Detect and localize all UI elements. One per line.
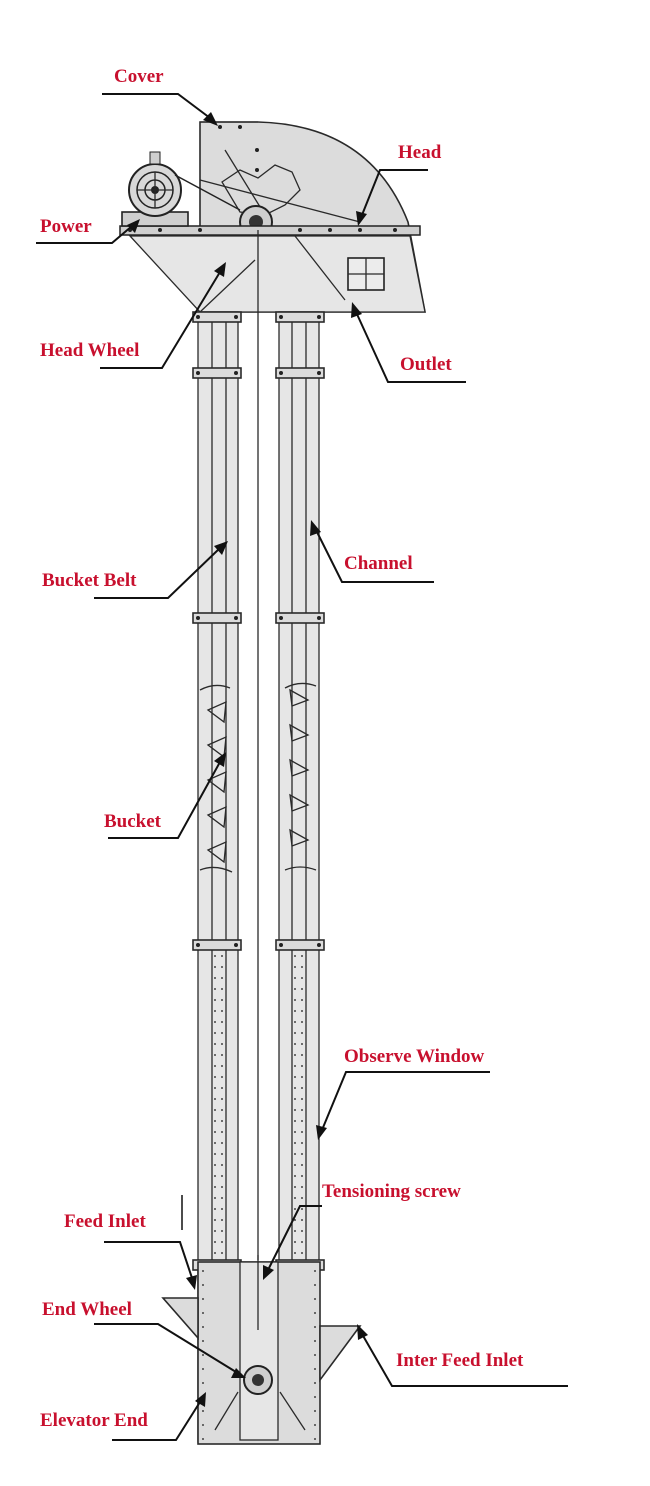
elevator-column	[197, 230, 320, 1443]
label-channel: Channel	[344, 553, 413, 574]
label-observe-window: Observe Window	[344, 1046, 485, 1067]
label-end-wheel: End Wheel	[42, 1299, 132, 1320]
label-inter-feed-inlet: Inter Feed Inlet	[396, 1350, 524, 1371]
label-cover: Cover	[114, 66, 164, 87]
label-head-wheel: Head Wheel	[40, 340, 139, 361]
label-outlet: Outlet	[400, 354, 452, 375]
label-tensioning-screw: Tensioning screw	[322, 1181, 461, 1202]
elevator-boot	[161, 1255, 362, 1445]
label-bucket: Bucket	[104, 811, 162, 832]
label-elevator-end: Elevator End	[40, 1410, 148, 1431]
label-feed-inlet: Feed Inlet	[64, 1211, 146, 1232]
label-bucket-belt: Bucket Belt	[42, 570, 137, 591]
power-motor	[121, 151, 241, 227]
leader-lines	[36, 93, 568, 1441]
bucket-cutaway	[199, 682, 317, 873]
part-labels: Cover Head Power Head Wheel Outlet Bucke…	[40, 66, 524, 1431]
label-power: Power	[40, 216, 92, 237]
label-head: Head	[398, 142, 442, 163]
elevator-head	[119, 121, 426, 313]
